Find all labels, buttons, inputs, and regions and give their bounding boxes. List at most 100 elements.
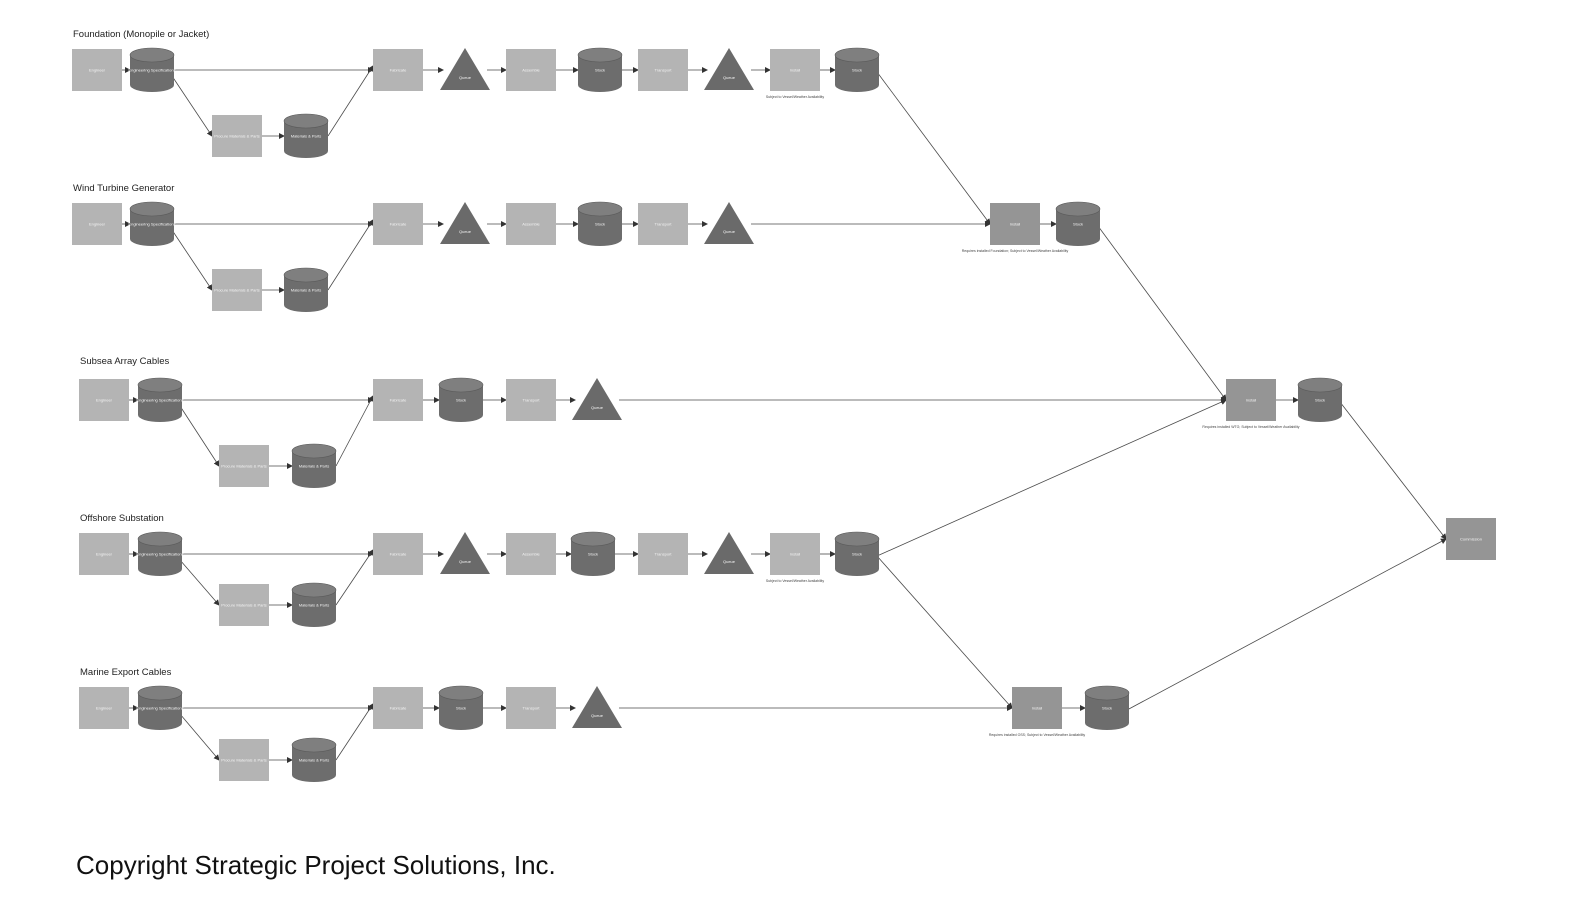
node-label: Queue xyxy=(723,559,736,564)
fabricate-node: Fabricate xyxy=(373,379,423,421)
stock-node: Stock xyxy=(1084,685,1130,730)
procure-materials-parts-node: Procure Materials & Parts xyxy=(212,115,262,157)
queue-node: Queue xyxy=(572,686,622,728)
storage-cylinder-top xyxy=(137,377,183,393)
node-note: Requires installed Foundation; Subject t… xyxy=(962,249,1069,253)
fabricate-node: Fabricate xyxy=(373,203,423,245)
node-label: Engineering Specifications xyxy=(128,222,175,227)
node-label: Assemble xyxy=(522,552,540,557)
node-label: Procure Materials & Parts xyxy=(214,288,260,293)
node-label: Transport xyxy=(655,68,673,73)
engineer-node: Engineer xyxy=(79,533,129,575)
process-box xyxy=(72,49,122,91)
node-label: Materials & Parts xyxy=(291,134,321,139)
process-box xyxy=(1446,518,1496,560)
materials-parts-node: Materials & Parts xyxy=(283,267,329,312)
procure-materials-parts-node: Procure Materials & Parts xyxy=(219,584,269,626)
node-label: Stock xyxy=(595,222,605,227)
process-box xyxy=(506,687,556,729)
node-label: Install xyxy=(1246,398,1257,403)
storage-cylinder-top xyxy=(438,377,484,393)
materials-parts-node: Materials & Parts xyxy=(283,113,329,158)
process-box xyxy=(212,269,262,311)
procure-materials-parts-node: Procure Materials & Parts xyxy=(219,445,269,487)
engineer-node: Engineer xyxy=(79,687,129,729)
storage-cylinder xyxy=(138,693,182,730)
process-box xyxy=(506,49,556,91)
cross-row-connector xyxy=(876,399,1227,557)
stock-node: Stock xyxy=(438,685,484,730)
storage-cylinder-top xyxy=(834,47,880,63)
node-label: Engineer xyxy=(96,398,113,403)
process-box xyxy=(212,115,262,157)
storage-cylinder xyxy=(292,451,336,488)
storage-cylinder-top xyxy=(283,267,329,283)
storage-cylinder xyxy=(130,55,174,92)
transport-node: Transport xyxy=(638,49,688,91)
engineering-specifications-node: Engineering Specifications xyxy=(136,531,184,576)
node-label: Queue xyxy=(723,229,736,234)
fabricate-node: Fabricate xyxy=(373,533,423,575)
node-label: Queue xyxy=(591,405,604,410)
assemble-node: Assemble xyxy=(506,533,556,575)
queue-node: Queue xyxy=(572,378,622,420)
node-label: Queue xyxy=(459,75,472,80)
node-label: Queue xyxy=(459,559,472,564)
stock-node: Stock xyxy=(1055,201,1101,246)
node-note: Requires installed WTG; Subject to Vesse… xyxy=(1202,425,1299,429)
connector-layer xyxy=(122,65,1447,763)
engineer-node: Engineer xyxy=(72,49,122,91)
process-box xyxy=(219,445,269,487)
node-label: Procure Materials & Parts xyxy=(221,603,267,608)
node-label: Fabricate xyxy=(390,552,407,557)
node-label: Stock xyxy=(1073,222,1083,227)
process-box xyxy=(770,49,820,91)
transport-node: Transport xyxy=(638,203,688,245)
storage-cylinder xyxy=(138,385,182,422)
queue-node: Queue xyxy=(704,48,754,90)
storage-cylinder-top xyxy=(291,443,337,459)
storage-cylinder xyxy=(138,539,182,576)
process-box xyxy=(373,49,423,91)
storage-cylinder-top xyxy=(1084,685,1130,701)
fabricate-node: Fabricate xyxy=(373,49,423,91)
node-label: Procure Materials & Parts xyxy=(221,464,267,469)
connector-arrow xyxy=(327,219,374,291)
connector-arrow xyxy=(327,65,374,137)
node-label: Fabricate xyxy=(390,68,407,73)
node-label: Engineer xyxy=(89,68,106,73)
storage-cylinder xyxy=(439,693,483,730)
assemble-node: Assemble xyxy=(506,49,556,91)
storage-cylinder xyxy=(439,385,483,422)
cross-row-connector xyxy=(1339,401,1447,540)
node-label: Stock xyxy=(588,552,598,557)
node-label: Fabricate xyxy=(390,706,407,711)
process-box xyxy=(506,379,556,421)
copyright-text: Copyright Strategic Project Solutions, I… xyxy=(76,850,556,880)
process-box xyxy=(638,533,688,575)
node-label: Engineering Specifications xyxy=(136,552,183,557)
process-box xyxy=(1012,687,1062,729)
process-box xyxy=(506,533,556,575)
queue-triangle xyxy=(704,48,754,90)
process-box xyxy=(373,203,423,245)
node-label: Install xyxy=(790,552,801,557)
process-box xyxy=(79,687,129,729)
node-label: Install xyxy=(1010,222,1021,227)
node-label: Stock xyxy=(1315,398,1325,403)
process-box xyxy=(373,379,423,421)
cross-row-connector xyxy=(1126,538,1447,711)
queue-node: Queue xyxy=(704,202,754,244)
queue-node: Queue xyxy=(704,532,754,574)
materials-parts-node: Materials & Parts xyxy=(291,443,337,488)
transport-node: Transport xyxy=(506,379,556,421)
storage-cylinder-top xyxy=(438,685,484,701)
node-label: Stock xyxy=(852,68,862,73)
commission-node: Commission xyxy=(1446,518,1496,560)
queue-node: Queue xyxy=(440,48,490,90)
materials-parts-node: Materials & Parts xyxy=(291,582,337,627)
storage-cylinder xyxy=(578,209,622,246)
node-label: Materials & Parts xyxy=(291,288,321,293)
